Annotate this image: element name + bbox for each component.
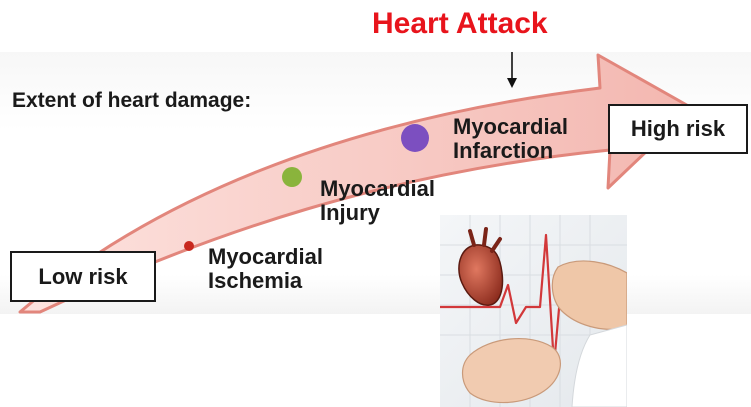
heart-attack-title: Heart Attack [372, 8, 548, 40]
stage-label-infarction: Myocardial Infarction [453, 115, 568, 163]
stage-label-line: Myocardial [320, 177, 435, 201]
low-risk-box: Low risk [10, 251, 156, 302]
stage-label-line: Myocardial [208, 245, 323, 269]
stage-label-line: Injury [320, 201, 435, 225]
pointer-arrow-head [507, 78, 517, 88]
stage-label-line: Ischemia [208, 269, 323, 293]
stage-dot-injury [282, 167, 302, 187]
stage-label-line: Myocardial [453, 115, 568, 139]
extent-label: Extent of heart damage: [12, 90, 251, 113]
heart-ecg-illustration [440, 215, 627, 407]
stage-dot-infarction [401, 124, 429, 152]
stage-label-ischemia: Myocardial Ischemia [208, 245, 323, 293]
stage-dot-ischemia [184, 241, 194, 251]
stage-label-injury: Myocardial Injury [320, 177, 435, 225]
high-risk-box: High risk [608, 104, 748, 154]
stage-label-line: Infarction [453, 139, 568, 163]
heart-ecg-hands-icon [440, 215, 627, 407]
